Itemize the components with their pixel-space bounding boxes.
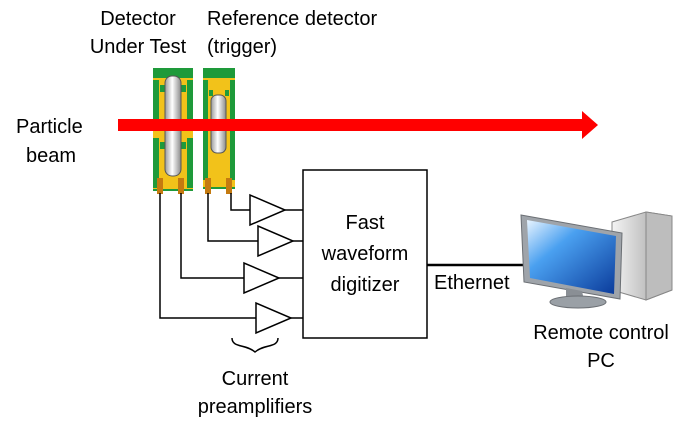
wire-dut-2 — [159, 193, 256, 319]
preamp-3 — [243, 261, 281, 295]
ref-label-line1: Reference detector — [207, 8, 378, 30]
fast-waveform-digitizer-box — [302, 169, 428, 339]
wire-dut-1 — [180, 193, 244, 279]
current-preamplifiers — [243, 193, 295, 335]
wire-ref-1 — [230, 193, 250, 211]
preamp-label-line1: Current — [221, 368, 289, 390]
dut-top-cap — [153, 68, 193, 78]
desktop-computer-icon — [520, 211, 673, 309]
digitizer-label-line1: Fast — [345, 212, 385, 234]
digitizer-label-line3: digitizer — [330, 274, 400, 296]
preamp-4 — [255, 301, 293, 335]
particle-beam-arrow — [118, 111, 598, 139]
preamp-label-line2: preamplifiers — [197, 396, 313, 418]
wire-ref-2 — [207, 193, 258, 242]
dut-label-line1: Detector — [100, 8, 176, 30]
preamp-1 — [249, 193, 287, 227]
dut-label-line2: Under Test — [89, 36, 187, 58]
ref-top-cap — [203, 68, 235, 78]
preamp-outputs — [279, 209, 303, 319]
ethernet-label: Ethernet — [434, 272, 510, 294]
digitizer-label-line2: waveform — [321, 243, 409, 265]
signal-connectors — [157, 178, 232, 194]
beam-label-line1: Particle — [16, 116, 83, 138]
pc-label-line2: PC — [587, 350, 615, 372]
signal-wires — [159, 193, 258, 319]
pc-label-line1: Remote control — [533, 322, 669, 344]
preamp-brace — [231, 337, 279, 354]
preamp-2 — [257, 224, 295, 258]
ref-label-line2: (trigger) — [207, 36, 278, 58]
beam-label-line2: beam — [26, 145, 77, 167]
